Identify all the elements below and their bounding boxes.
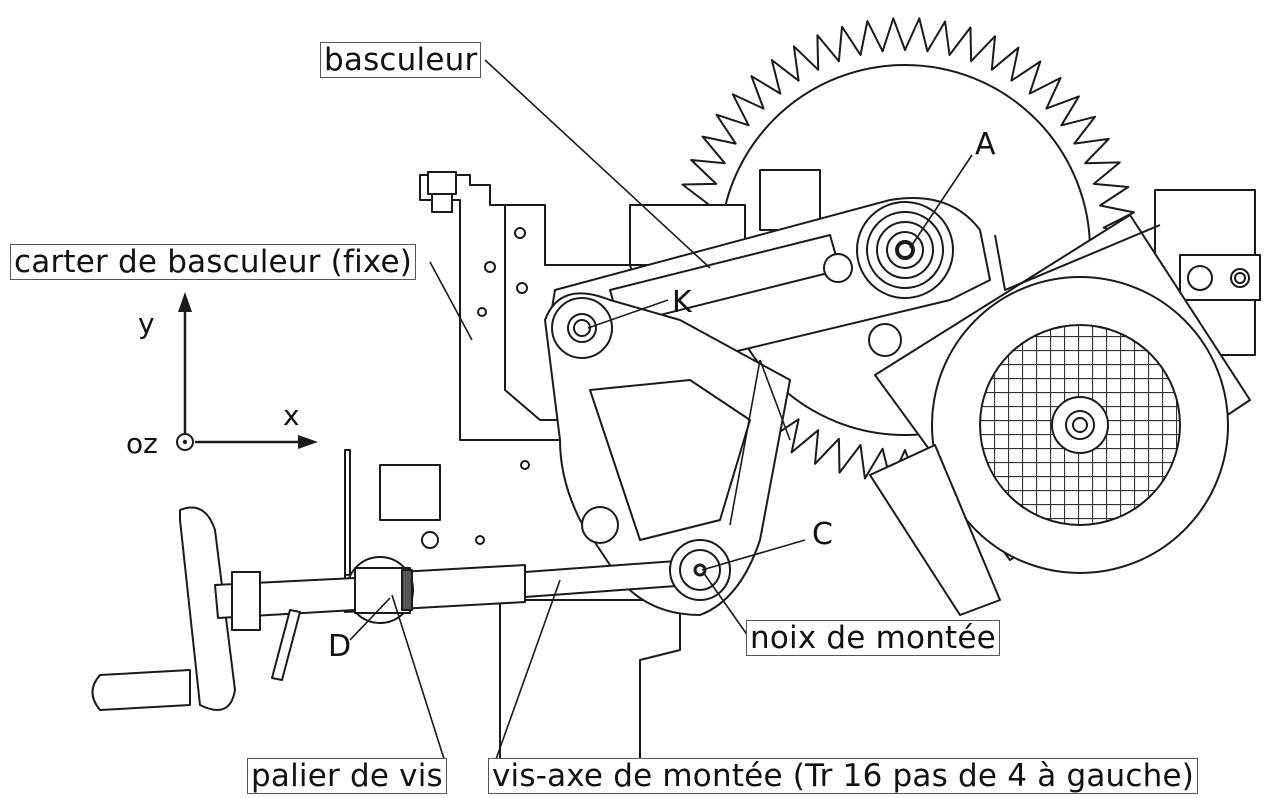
leader-a [909,154,973,249]
noix-outer [669,539,731,601]
pivot-k-inner [567,313,597,343]
leader-noix [702,571,749,637]
plate-mid [759,169,821,231]
z-axis-dot [182,439,188,445]
carter-hole-6 [475,535,485,545]
motor-bracket [869,444,1001,616]
small-boss [868,323,902,357]
point-c-label: C [812,517,833,552]
label-noix: noix de montée [746,620,1000,656]
leader-d [349,597,391,641]
handwheel [179,506,236,711]
leader-vis [494,579,561,763]
carter-hole-3 [516,282,528,294]
x-axis-arrow [298,435,318,449]
palier-hatch [401,569,413,611]
leader-vis-2 [729,359,761,526]
base-block [499,599,681,776]
carter-bolt-2 [431,193,453,213]
lower-bracket [379,464,441,521]
pivot-a-ring-3 [886,231,924,269]
leader-k [587,299,669,329]
right-nut-inner [1234,272,1246,284]
y-axis-arrow [178,292,192,312]
motor-hub [1051,396,1109,454]
carter-bolt [427,171,457,195]
crank-handle [91,669,191,711]
leader-c [701,539,806,571]
y-axis-label: y [138,307,155,340]
right-nut [1230,268,1250,288]
point-d-label: D [328,629,352,664]
small-pivot [823,253,853,283]
carter-hole-7 [421,531,439,549]
pivot-k-outer [551,297,613,359]
carter-hole-4 [477,307,487,317]
pivot-a-center [895,240,915,260]
motor-hub-inner [1065,410,1095,440]
pivot-a-ring-1 [866,211,944,289]
leader-carter [429,261,473,341]
noix-inner [679,549,721,591]
label-carter: carter de basculeur (fixe) [10,244,417,280]
noix-center [693,563,707,577]
right-block [1179,254,1261,301]
label-basculeur: basculeur [320,42,482,78]
lock-lever [271,609,301,681]
carter-hole-1 [484,261,496,273]
motor-hub-center [1072,417,1088,433]
lever-cutout [589,379,751,541]
leader-vis-3 [759,359,791,441]
label-palier: palier de vis [247,758,447,794]
pivot-a-ring-2 [876,221,934,279]
handwheel-hub [231,571,261,631]
z-axis-label: oz [126,427,158,460]
lever-hole [581,506,619,544]
leader-basculeur [484,59,711,269]
motor-arm [994,224,1161,291]
carter-hole-5 [520,460,530,470]
carter-hole-2 [514,227,526,239]
pivot-a-outer [856,201,954,299]
point-k-label: K [672,285,692,320]
point-a-label: A [975,127,996,162]
x-axis-label: x [283,399,300,432]
right-small-circle [1187,265,1213,291]
leader-palier [391,594,446,763]
label-vis-axe: vis-axe de montée (Tr 16 pas de 4 à gauc… [488,758,1199,794]
